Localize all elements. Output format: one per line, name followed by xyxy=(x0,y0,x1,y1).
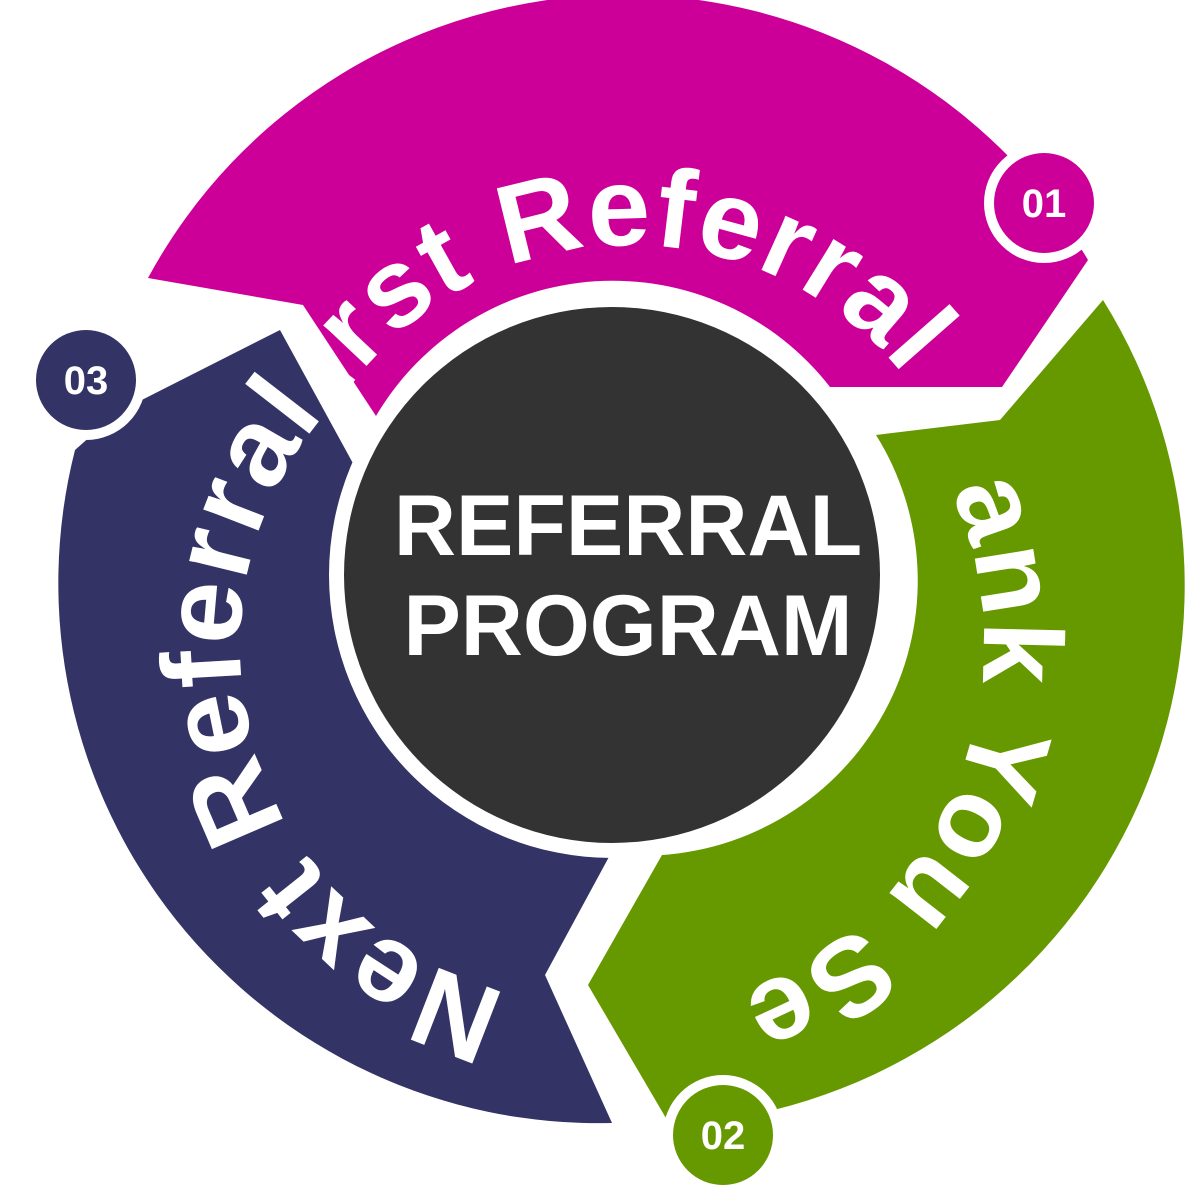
segment-thank-you-sent xyxy=(588,300,1185,1125)
badge-number-01: 01 xyxy=(1022,182,1067,226)
segment-next-referral xyxy=(58,330,613,1124)
center-title-line1: REFERRAL xyxy=(394,478,862,574)
center-hub: REFERRAL PROGRAM xyxy=(329,292,895,858)
center-title-line2: PROGRAM xyxy=(403,578,852,674)
badge-01: 01 xyxy=(984,143,1104,263)
badge-02: 02 xyxy=(663,1075,783,1195)
badge-03: 03 xyxy=(26,320,146,440)
badge-number-02: 02 xyxy=(701,1114,746,1158)
segment-first-referral xyxy=(148,0,1088,416)
badge-number-03: 03 xyxy=(64,359,109,403)
